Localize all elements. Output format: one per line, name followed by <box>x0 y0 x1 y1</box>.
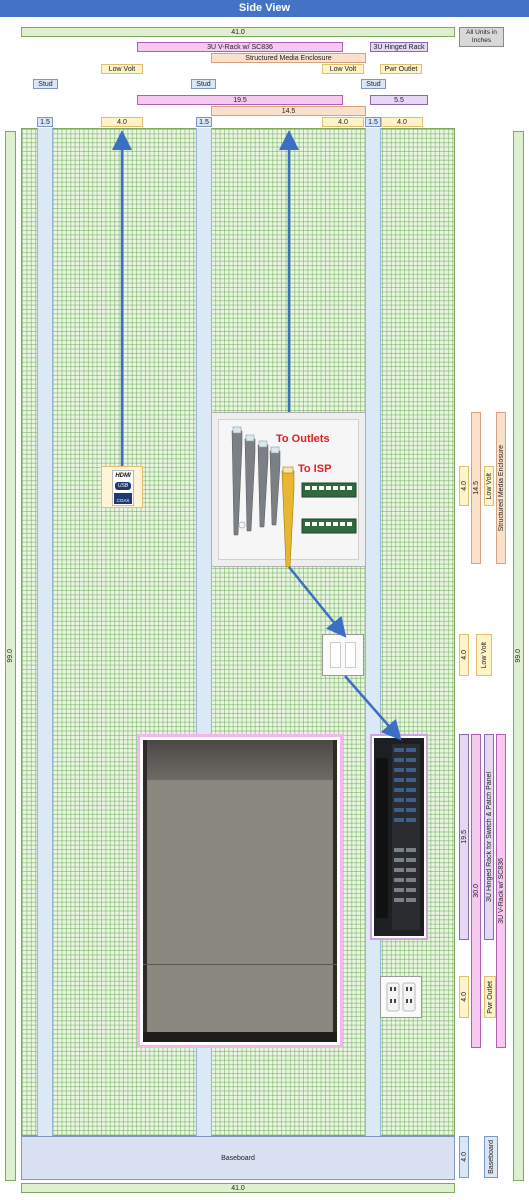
units-note: All Units in Inches <box>459 27 504 47</box>
power-outlet-label: Pwr Outlet <box>380 64 422 74</box>
power-outlet <box>380 976 422 1018</box>
low-volt-label-left: Low Volt <box>101 64 143 74</box>
arrow-enclosure-to-plate <box>288 566 347 638</box>
dim-14-5: 14.5 <box>211 106 366 116</box>
dim-5-5: 5.5 <box>370 95 428 105</box>
coax-logo: COAX <box>114 493 132 504</box>
dim-4-0-c: 4.0 <box>381 117 423 127</box>
hdmi-logo: HDMI <box>115 473 131 479</box>
server-chassis <box>143 740 337 1042</box>
usb-logo: USB <box>115 482 131 490</box>
enclosure-4-0: 4.0 <box>459 466 469 506</box>
power-4-0: 4.0 <box>459 976 469 1018</box>
chassis-seam <box>143 964 337 965</box>
vrack-sc836 <box>137 734 343 1048</box>
power-side-label: Pwr Outlet <box>484 976 496 1018</box>
hdmi-usb-coax-plate: HDMI USB COAX <box>101 466 143 508</box>
baseboard-side-label: Baseboard <box>484 1136 498 1178</box>
dim-1-5-a: 1.5 <box>37 117 53 127</box>
page-title: Side View <box>0 0 529 17</box>
dim-4-0-a: 4.0 <box>101 117 143 127</box>
low-volt-4-0: 4.0 <box>459 634 469 676</box>
av-plate-face: HDMI USB COAX <box>112 470 134 506</box>
ethernet-cables <box>231 426 357 568</box>
overall-width-bottom: 41.0 <box>21 1183 455 1193</box>
overall-width-top: 41.0 <box>21 27 455 37</box>
to-isp-text: To ISP <box>298 463 332 475</box>
overall-height-right: 99.0 <box>513 131 524 1181</box>
outlet-icon <box>386 982 416 1012</box>
chassis-left-edge <box>143 740 147 1042</box>
dim-19-5: 19.5 <box>137 95 343 105</box>
enclosure-14-5: 14.5 <box>471 412 481 564</box>
stud-label-3: Stud <box>361 79 386 89</box>
arrow-plate-to-switch <box>344 675 402 741</box>
hinged-rack-width-label: 3U Hinged Rack <box>370 42 428 52</box>
chassis-bottom-edge <box>143 1032 337 1042</box>
low-volt-side-label: Low Volt <box>476 634 492 676</box>
low-volt-label-right: Low Volt <box>322 64 364 74</box>
baseboard: Baseboard <box>21 1136 455 1180</box>
stud-label-2: Stud <box>191 79 216 89</box>
chassis-right-edge <box>333 740 337 1042</box>
overall-height-left: 99.0 <box>5 131 16 1181</box>
dim-1-5-b: 1.5 <box>196 117 212 127</box>
rack-19-5: 19.5 <box>459 734 469 940</box>
stud-1 <box>37 128 53 1136</box>
to-outlets-text: To Outlets <box>276 433 330 445</box>
enclosure-name: Structured Media Enclosure <box>496 412 506 564</box>
stud-label-1: Stud <box>33 79 58 89</box>
network-switch <box>374 738 424 936</box>
hinged-rack-side-label: 3U Hinged Rack for Switch & Patch Panel <box>484 734 494 940</box>
keystone-port-2 <box>345 642 356 668</box>
enclosure-low-volt: Low Volt <box>484 466 494 506</box>
dim-1-5-c: 1.5 <box>365 117 381 127</box>
chassis-top-edge <box>143 740 337 780</box>
wall-grid <box>21 128 455 1136</box>
hinged-rack <box>370 734 428 940</box>
enclosure-width-label: Structured Media Enclosure <box>211 53 366 63</box>
baseboard-4-0: 4.0 <box>459 1136 469 1178</box>
switch-ports <box>376 744 420 930</box>
rack-30-0: 30.0 <box>471 734 481 1048</box>
structured-media-enclosure: To Outlets To ISP <box>211 412 366 568</box>
vrack-width-label: 3U V-Rack w/ SC836 <box>137 42 343 52</box>
vrack-side-label: 3U V-Rack w/ SC836 <box>496 734 506 1048</box>
dim-4-0-b: 4.0 <box>322 117 364 127</box>
keystone-port-1 <box>330 642 341 668</box>
low-volt-plate <box>322 634 364 676</box>
